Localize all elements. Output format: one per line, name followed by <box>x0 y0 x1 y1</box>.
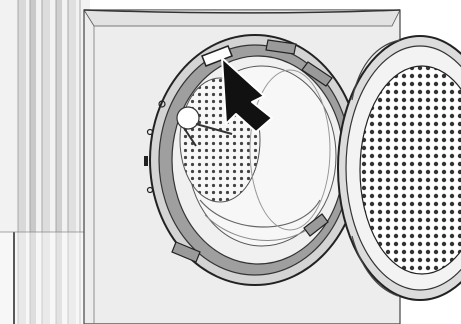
side-stripes <box>0 0 90 324</box>
